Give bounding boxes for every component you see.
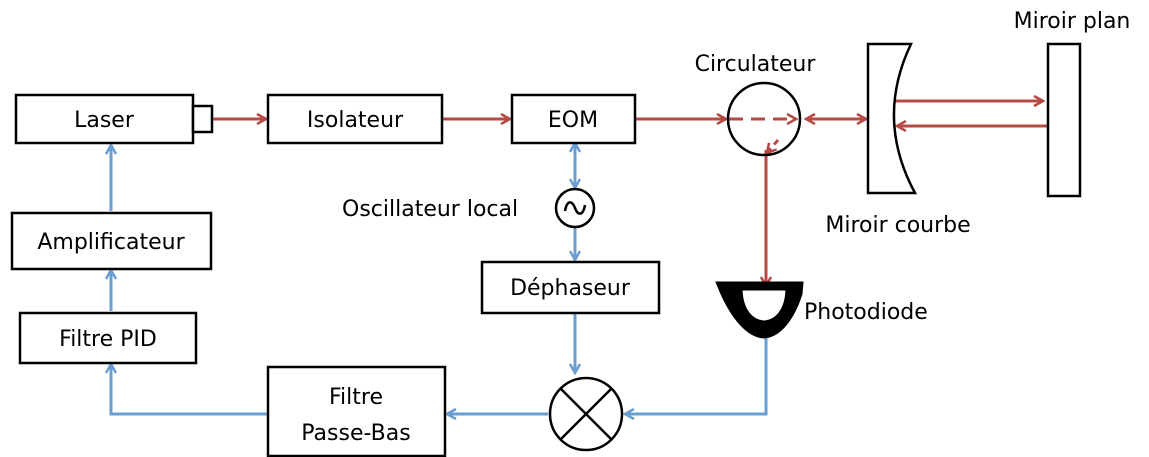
filtre-passe-bas-block: Filtre Passe-Bas (266, 365, 447, 457)
laser-label: Laser (74, 108, 135, 133)
filtre-passe-bas-label-line1: Filtre (329, 385, 383, 410)
circulateur: Circulateur (695, 52, 817, 157)
eom-label: EOM (548, 108, 598, 133)
isolateur-block: Isolateur (266, 93, 444, 145)
miroir-plan: Miroir plan (1014, 9, 1131, 198)
filtre-pid-block: Filtre PID (18, 311, 198, 365)
isolateur-label: Isolateur (307, 108, 404, 133)
circulateur-label: Circulateur (695, 52, 817, 77)
eom-block: EOM (510, 93, 637, 145)
oscillator-circle (554, 187, 596, 229)
dephaseur-block: Déphaseur (480, 260, 661, 315)
miroir-courbe: Miroir courbe (825, 42, 971, 238)
laser-block: Laser (14, 93, 214, 145)
beam-circulateur-inner-exit (767, 139, 780, 153)
signal-passebas-to-pid (111, 364, 268, 416)
oscillateur-local-label: Oscillateur local (342, 197, 518, 222)
miroir-courbe-label: Miroir courbe (825, 213, 970, 238)
signal-photodiode-to-mixer (625, 338, 768, 414)
mixer-circle (548, 376, 624, 452)
mixer (548, 376, 624, 452)
circulateur-circle (726, 81, 802, 157)
miroir-plan-label: Miroir plan (1014, 9, 1131, 34)
oscillateur-local: Oscillateur local (342, 187, 596, 229)
photodiode: Photodiode (715, 281, 928, 339)
filtre-passe-bas-label-line2: Passe-Bas (301, 421, 410, 446)
amplificateur-block: Amplificateur (10, 211, 213, 271)
photodiode-label: Photodiode (804, 300, 928, 325)
amplificateur-label: Amplificateur (37, 230, 185, 255)
sine-wave-icon (563, 201, 587, 215)
photodiode-icon (715, 281, 804, 339)
mixer-cross-icon-b (560, 388, 612, 440)
dephaseur-label: Déphaseur (510, 276, 631, 301)
filtre-pid-label: Filtre PID (59, 327, 157, 352)
miroir-courbe-shape (866, 42, 918, 195)
miroir-plan-shape (1046, 42, 1082, 198)
